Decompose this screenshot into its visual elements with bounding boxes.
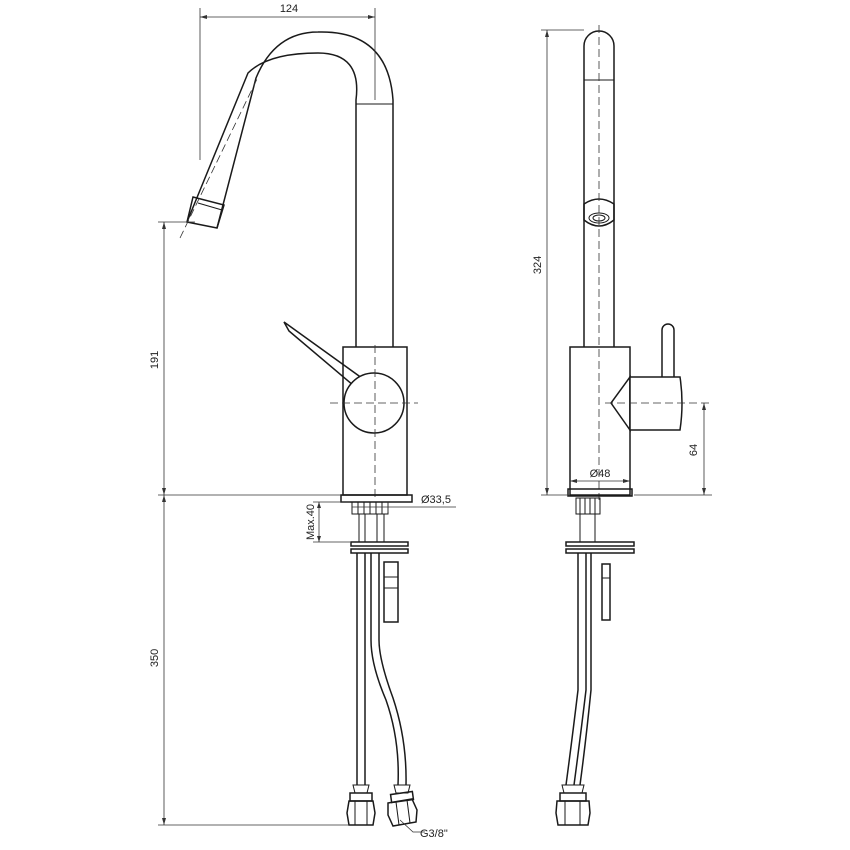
side-view: 324 Ø48 64 (532, 25, 712, 826)
side-lever-hub (629, 376, 683, 431)
side-aerator-ring (583, 198, 615, 227)
side-lever-cone (610, 374, 631, 433)
dim-outlet-height: 191 (149, 221, 341, 496)
side-base-plate (567, 488, 633, 497)
fixing-washer (350, 541, 409, 547)
dim-body-diameter: Ø48 (570, 468, 630, 483)
side-supply-hose (565, 553, 579, 786)
hose-length-label: 350 (149, 649, 161, 667)
fixing-nut (350, 548, 409, 554)
mounting-thread (351, 501, 389, 542)
dim-lever-height: 64 (634, 403, 712, 496)
spout-outer-line (216, 31, 394, 347)
max-deck-label: Max.40 (305, 504, 317, 540)
spout-inner-line (186, 52, 358, 347)
dim-mounting-hole: Ø33,5 (352, 494, 456, 512)
total-height-label: 324 (532, 256, 544, 274)
connection-thread-label: G3/8" (420, 828, 448, 840)
supply-hose-left (346, 553, 376, 826)
spout-reach-label: 124 (280, 3, 298, 15)
base-plate (340, 494, 413, 503)
dim-spout-reach: 124 (199, 3, 376, 160)
supply-hose-right (370, 553, 418, 827)
dim-max-deck: Max.40 (305, 501, 350, 543)
front-view: 124 191 350 Max.40 (149, 3, 456, 840)
body-diameter-label: Ø48 (590, 468, 611, 480)
aerator-line (197, 202, 223, 211)
outlet-height-label: 191 (149, 351, 161, 369)
lever-height-label: 64 (688, 444, 700, 456)
aerator-tip (186, 196, 225, 229)
mounting-hole-label: Ø33,5 (421, 494, 451, 506)
side-mounting-thread (575, 497, 601, 542)
callout-connection-thread: G3/8" (399, 819, 448, 840)
spout-centerline (179, 76, 259, 239)
dim-hose-length: 350 (149, 495, 349, 826)
hose-connector (383, 561, 399, 623)
side-lever-handle (661, 323, 675, 377)
dim-total-height: 324 (532, 29, 584, 496)
